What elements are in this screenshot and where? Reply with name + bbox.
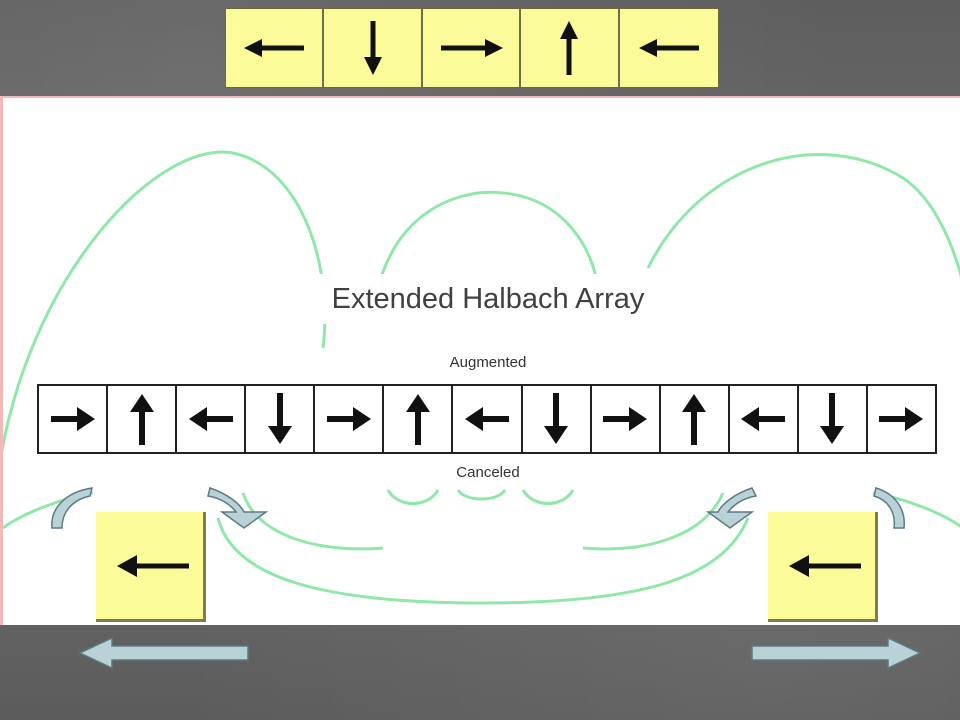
augmented-label: Augmented	[413, 354, 563, 371]
array-cell	[730, 386, 799, 452]
field-line	[379, 190, 600, 289]
array-cell	[315, 386, 385, 452]
curved-arrow-icon	[207, 487, 269, 529]
arrow-down-icon	[544, 393, 569, 444]
field-line	[521, 489, 575, 505]
arrow-left-icon	[465, 407, 509, 431]
arrow-left-icon	[116, 554, 189, 577]
array-cell	[39, 386, 109, 452]
arrow-right-icon	[326, 407, 371, 431]
arrow-left-icon	[188, 407, 233, 431]
halbach-array	[37, 384, 937, 454]
array-cell	[868, 386, 935, 452]
arrow-left-icon	[741, 407, 786, 431]
array-cell	[661, 386, 730, 452]
array-cell	[592, 386, 661, 452]
array-cell	[523, 386, 592, 452]
diagram-title: Extended Halbach Array	[303, 274, 673, 324]
arrow-up-icon	[405, 394, 430, 445]
array-cell	[453, 386, 523, 452]
top-cell-1	[226, 9, 325, 87]
arrow-right-icon	[50, 407, 95, 431]
arrow-up-icon	[682, 394, 707, 445]
field-line	[646, 153, 960, 278]
top-cell-3	[422, 9, 522, 87]
field-lines	[3, 150, 960, 605]
array-cell	[246, 386, 316, 452]
arrow-left-icon	[244, 39, 305, 57]
top-cell-4	[521, 9, 620, 87]
left-motion-arrow-icon	[78, 636, 249, 670]
arrow-right-icon	[441, 39, 504, 57]
curved-arrow-icon	[705, 487, 758, 529]
arrow-down-icon	[267, 393, 292, 444]
arrow-left-icon	[788, 554, 861, 577]
arrow-right-icon	[603, 407, 648, 431]
canceled-label: Canceled	[413, 464, 563, 481]
arrow-up-icon	[129, 394, 154, 445]
curved-arrow-icon	[873, 487, 905, 529]
array-cell	[384, 386, 454, 452]
curved-arrow-icon	[51, 487, 94, 529]
left-magnet-block	[96, 512, 206, 622]
right-magnet-block	[768, 512, 878, 622]
field-line	[456, 489, 507, 501]
array-cell	[108, 386, 178, 452]
right-motion-arrow-icon	[751, 636, 922, 670]
field-line	[582, 492, 725, 551]
top-magnet-strip	[225, 8, 719, 88]
field-line	[216, 517, 750, 605]
arrow-right-icon	[879, 407, 924, 431]
field-line	[3, 150, 327, 454]
array-cell	[177, 386, 247, 452]
array-cell	[799, 386, 868, 452]
top-cell-5	[619, 9, 719, 87]
arrow-down-icon	[363, 21, 382, 75]
top-cell-2	[324, 9, 423, 87]
field-line	[386, 489, 440, 505]
arrow-left-icon	[638, 39, 699, 57]
arrow-down-icon	[820, 393, 845, 444]
arrow-up-icon	[560, 21, 579, 75]
field-line	[241, 492, 384, 551]
